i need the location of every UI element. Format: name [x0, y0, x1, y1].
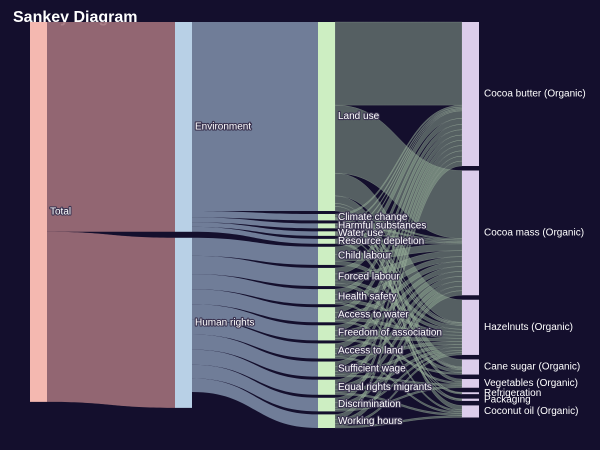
node-label-environment: Environment	[195, 122, 251, 133]
link-human_rights-to-freedom_of_association	[192, 304, 318, 341]
node-human_rights[interactable]	[175, 237, 192, 408]
node-label-vegetables: Vegetables (Organic)	[484, 378, 578, 389]
node-label-climate_change: Climate change	[338, 212, 408, 223]
node-label-hazelnuts: Hazelnuts (Organic)	[484, 322, 573, 333]
node-label-health_safety: Health safety	[338, 291, 396, 302]
node-label-access_to_land: Access to land	[338, 346, 403, 357]
link-human_rights-to-health_safety	[192, 274, 318, 305]
node-label-water_use: Water use	[338, 228, 384, 239]
node-climate_change[interactable]	[318, 213, 335, 221]
node-access_to_land[interactable]	[318, 343, 335, 359]
link-human_rights-to-equal_rights_migrants	[192, 349, 318, 395]
link-human_rights-to-discrimination	[192, 364, 318, 412]
node-harmful_substances[interactable]	[318, 223, 335, 229]
link-working_hours-to-hazelnuts	[334, 352, 463, 427]
node-label-cane_sugar: Cane sugar (Organic)	[484, 362, 580, 373]
diagram-title: Sankey Diagram	[13, 9, 138, 26]
node-label-cocoa_mass: Cocoa mass (Organic)	[484, 228, 584, 239]
node-land_use[interactable]	[318, 22, 335, 211]
node-equal_rights_migrants[interactable]	[318, 379, 335, 395]
node-label-equal_rights_migrants: Equal rights migrants	[338, 382, 432, 393]
link-human_rights-to-access_to_land	[192, 319, 318, 359]
node-label-human_rights: Human rights	[195, 317, 254, 328]
link-environment-to-water_use	[192, 222, 318, 236]
node-label-access_to_water: Access to water	[338, 309, 409, 320]
node-label-resource_depletion: Resource depletion	[338, 236, 424, 247]
nodes-layer	[30, 22, 479, 428]
link-human_rights-to-working_hours	[192, 378, 318, 428]
node-refrigeration[interactable]	[462, 392, 479, 395]
node-vegetables[interactable]	[462, 379, 479, 388]
node-freedom_of_association[interactable]	[318, 325, 335, 341]
node-environment[interactable]	[175, 22, 192, 232]
node-hazelnuts[interactable]	[462, 299, 479, 355]
node-water_use[interactable]	[318, 231, 335, 236]
node-cocoa_butter[interactable]	[462, 22, 479, 167]
node-label-total: Total	[50, 207, 71, 218]
link-land_use-to-cocoa_butter	[334, 21, 463, 106]
node-label-forced_labour: Forced labour	[338, 272, 400, 283]
node-label-sufficient_wage: Sufficient wage	[338, 364, 406, 375]
link-working_hours-to-cocoa_mass	[334, 290, 463, 425]
node-packaging[interactable]	[462, 398, 479, 401]
node-cane_sugar[interactable]	[462, 359, 479, 375]
link-human_rights-to-child_labour	[192, 237, 318, 265]
link-total-to-human_rights	[47, 231, 175, 408]
node-total[interactable]	[30, 22, 47, 402]
node-cocoa_mass[interactable]	[462, 170, 479, 296]
link-total-to-environment	[47, 22, 175, 232]
node-health_safety[interactable]	[318, 289, 335, 305]
link-discrimination-to-vegetables	[334, 385, 463, 412]
node-forced_labour[interactable]	[318, 267, 335, 287]
node-label-working_hours: Working hours	[338, 416, 402, 427]
node-label-packaging: Packaging	[484, 394, 531, 405]
node-label-harmful_substances: Harmful substances	[338, 221, 426, 232]
link-environment-to-resource_depletion	[192, 226, 318, 244]
link-environment-to-climate_change	[192, 210, 318, 221]
node-discrimination[interactable]	[318, 397, 335, 412]
node-working_hours[interactable]	[318, 414, 335, 428]
node-label-child_labour: Child labour	[338, 250, 392, 261]
node-label-coconut_oil: Coconut oil (Organic)	[484, 406, 578, 417]
node-resource_depletion[interactable]	[318, 238, 335, 244]
link-human_rights-to-access_to_water	[192, 289, 318, 323]
node-sufficient_wage[interactable]	[318, 361, 335, 377]
links-layer	[47, 21, 463, 429]
node-label-land_use: Land use	[338, 111, 380, 122]
node-label-freedom_of_association: Freedom of association	[338, 328, 442, 339]
link-environment-to-land_use	[192, 22, 318, 211]
node-label-refrigeration: Refrigeration	[484, 388, 541, 399]
link-human_rights-to-forced_labour	[192, 255, 318, 287]
node-access_to_water[interactable]	[318, 307, 335, 323]
node-coconut_oil[interactable]	[462, 405, 479, 418]
node-label-discrimination: Discrimination	[338, 399, 401, 410]
node-label-cocoa_butter: Cocoa butter (Organic)	[484, 89, 586, 100]
node-child_labour[interactable]	[318, 246, 335, 265]
link-human_rights-to-sufficient_wage	[192, 334, 318, 377]
link-environment-to-harmful_substances	[192, 217, 318, 229]
